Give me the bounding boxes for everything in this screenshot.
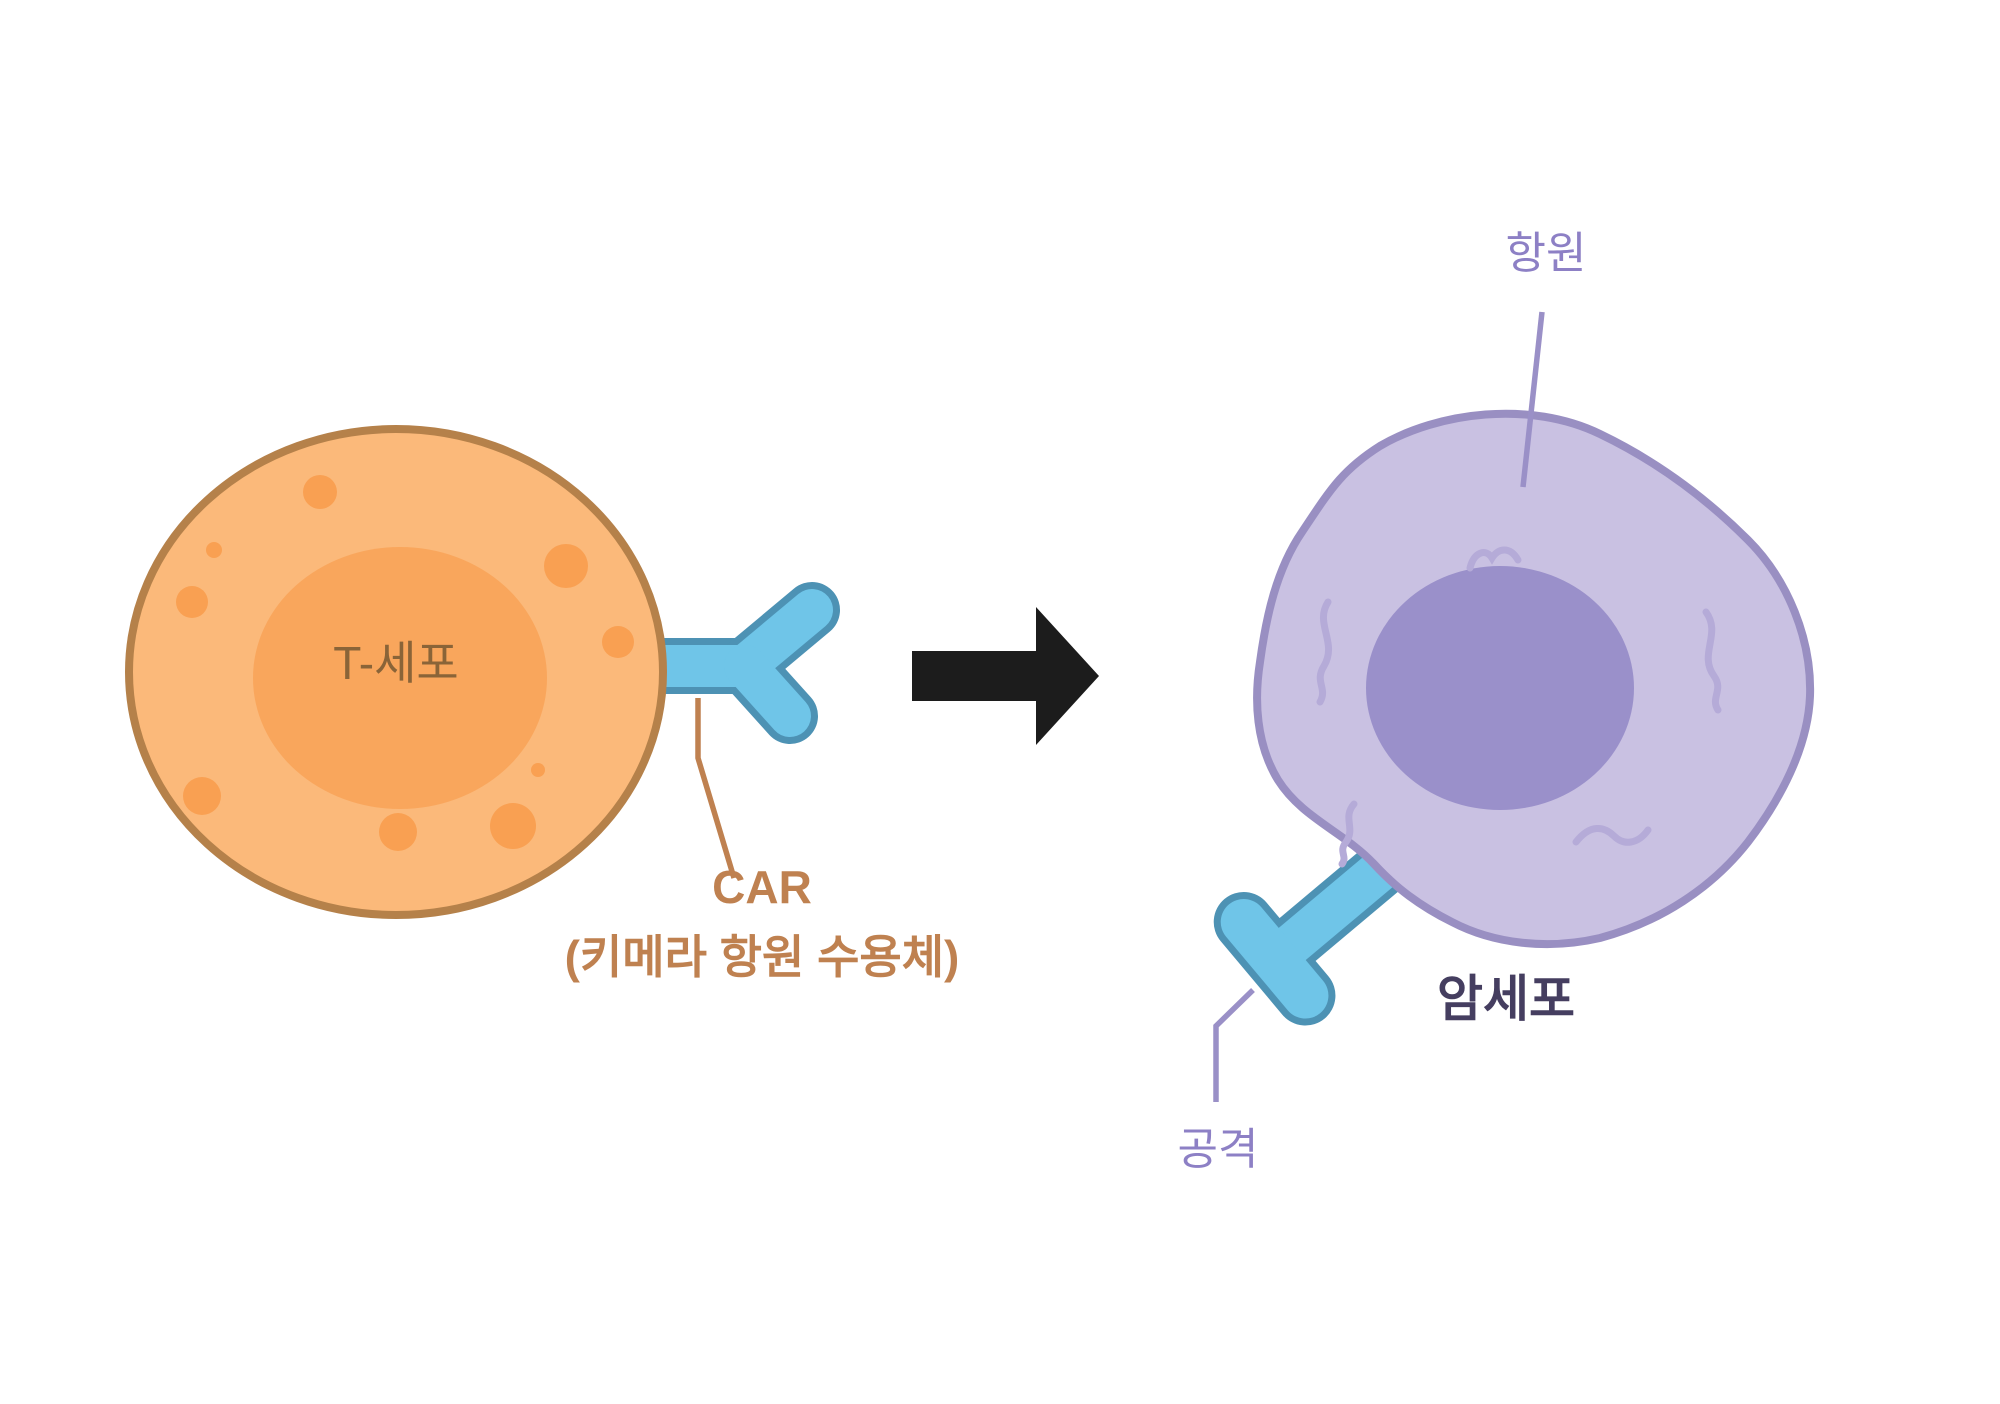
car-callout: CAR (키메라 항원 수용체) <box>565 698 960 983</box>
cancer-cell-nucleus <box>1366 566 1634 810</box>
cytoplasm-dot <box>379 813 417 851</box>
attack-leader-line <box>1213 988 1255 1102</box>
squiggle-right <box>1702 608 1722 714</box>
cytoplasm-dot <box>544 544 588 588</box>
cancer-cell-squiggles <box>1316 546 1722 868</box>
t-cell-nucleus <box>253 547 547 809</box>
cytoplasm-dot <box>602 626 634 658</box>
t-cell-label: T-세포 <box>333 637 459 689</box>
t-cell: T-세포 <box>125 425 667 919</box>
cancer-cell: 암세포 <box>1253 409 1815 1027</box>
cytoplasm-dot <box>183 777 221 815</box>
car-label-line2: (키메라 항원 수용체) <box>565 931 960 983</box>
right-arrow-icon <box>912 607 1099 745</box>
attack-receptor-t <box>1213 842 1406 1026</box>
attack-receptor-crossbar <box>1220 899 1329 1019</box>
cytoplasm-dot <box>303 475 337 509</box>
squiggle-bottom-right <box>1572 825 1652 846</box>
attack-callout: 공격 <box>1178 988 1259 1174</box>
car-label-line1: CAR <box>712 861 812 913</box>
antigen-leader-line <box>1520 311 1545 488</box>
car-receptor-y <box>650 582 840 744</box>
cytoplasm-dot <box>206 542 222 558</box>
cancer-cell-label: 암세포 <box>1437 971 1575 1027</box>
antigen-callout: 항원 <box>1506 229 1587 488</box>
attack-label: 공격 <box>1178 1125 1259 1174</box>
car-leader-line <box>695 698 737 879</box>
antigen-squiggle <box>1466 546 1522 572</box>
squiggle-bottom-left <box>1338 800 1358 868</box>
cytoplasm-dot <box>531 763 545 777</box>
cytoplasm-dot <box>176 586 208 618</box>
antigen-label: 항원 <box>1506 229 1587 278</box>
t-cell-cytoplasm-dots <box>176 475 634 851</box>
cytoplasm-dot <box>490 803 536 849</box>
car-receptor-lower-arm <box>724 645 811 737</box>
squiggle-left <box>1316 598 1332 706</box>
